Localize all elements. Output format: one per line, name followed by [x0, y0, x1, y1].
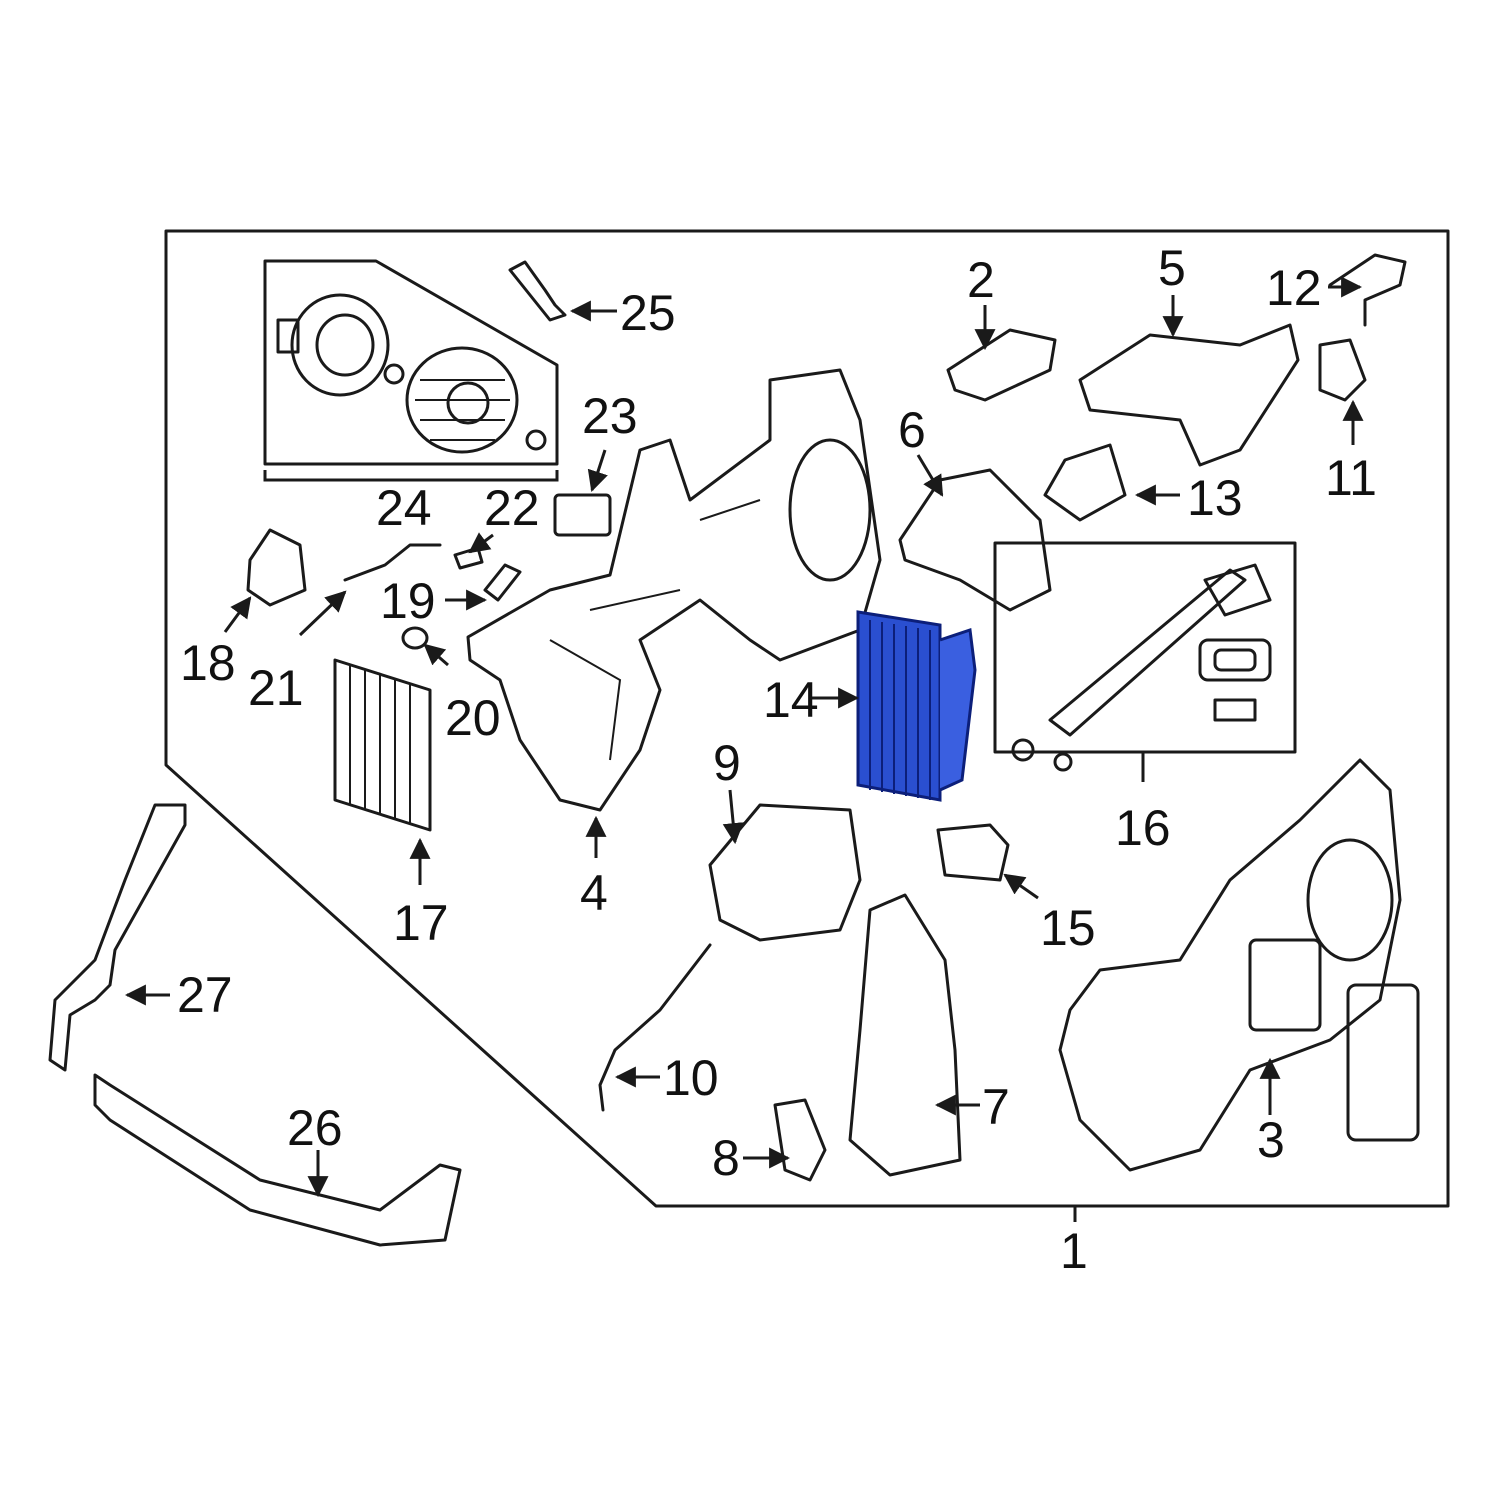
link-part-19: [483, 563, 522, 602]
callout-21-arrow: [298, 590, 347, 637]
callout-24: 24: [376, 480, 432, 536]
callout-16: 16: [1115, 800, 1171, 856]
callout-15: 15: [1040, 900, 1096, 956]
gasket-part-2: [946, 328, 1057, 402]
callout-18: 18: [180, 635, 236, 691]
callout-27: 27: [177, 967, 233, 1023]
callout-21: 21: [248, 660, 304, 716]
actuator-part-18: [246, 528, 307, 607]
drain-tray-part-9: [708, 803, 862, 942]
callout-3: 3: [1257, 1112, 1285, 1168]
hose-part-25: [508, 260, 567, 322]
callout-23-arrow: [587, 449, 608, 492]
seal-part-15: [936, 823, 1010, 882]
seal-part-8: [773, 1098, 827, 1182]
cover-part-7: [848, 893, 962, 1177]
bracket-part-13: [1043, 443, 1127, 522]
callout-19: 19: [380, 573, 436, 629]
callout-4: 4: [580, 865, 608, 921]
door-part-6: [898, 468, 1052, 612]
callout-14: 14: [763, 672, 819, 728]
callout-8: 8: [712, 1130, 740, 1186]
callout-22-arrow: [468, 532, 494, 554]
callout-22: 22: [484, 480, 540, 536]
callout-18-arrow: [223, 596, 252, 633]
callout-15-arrow: [1003, 873, 1039, 900]
callout-9: 9: [713, 735, 741, 791]
assembly-boundary-frame: [164, 229, 1450, 1208]
actuator-part-11: [1318, 338, 1367, 402]
callout-1: 1: [1060, 1223, 1088, 1279]
callout-11: 11: [1325, 450, 1377, 506]
blower-group-box: [263, 259, 559, 466]
callout-7: 7: [982, 1079, 1010, 1135]
callout-20-arrow: [423, 643, 449, 667]
heater-core-part-17: [333, 658, 432, 832]
blower-motor-icon: [276, 293, 390, 397]
callout-23: 23: [582, 388, 638, 444]
resistor-part-23: [553, 493, 612, 537]
hvac-case-part-4: [466, 368, 882, 812]
line-part-21: [343, 543, 442, 582]
harness-part-12: [1328, 253, 1407, 327]
callout-6-arrow: [916, 454, 944, 497]
grommet-part-20: [401, 626, 429, 650]
callout-20: 20: [445, 690, 501, 746]
blower-wheel-icon: [383, 346, 547, 454]
duct-part-27: [48, 803, 187, 1072]
callout-9-arrow: [722, 789, 744, 845]
callout-2: 2: [967, 252, 995, 308]
callout-26: 26: [287, 1100, 343, 1156]
case-half-part-3: [1058, 758, 1420, 1172]
pipe-part-22: [453, 546, 484, 570]
duct-part-26: [93, 1073, 462, 1247]
drain-hose-part-10: [598, 943, 712, 1112]
callout-24-bracket: [263, 470, 559, 482]
callout-17: 17: [393, 895, 449, 951]
callout-13: 13: [1187, 470, 1243, 526]
callout-6: 6: [898, 402, 926, 458]
callout-10: 10: [663, 1050, 719, 1106]
callout-25: 25: [620, 285, 676, 341]
callout-12: 12: [1266, 260, 1322, 316]
ac-line-group-box: [993, 541, 1297, 754]
ac-line-icon: [1011, 563, 1272, 772]
evaporator-core-part-14: [856, 610, 977, 802]
duct-part-5: [1078, 323, 1300, 467]
callout-5: 5: [1158, 240, 1186, 296]
